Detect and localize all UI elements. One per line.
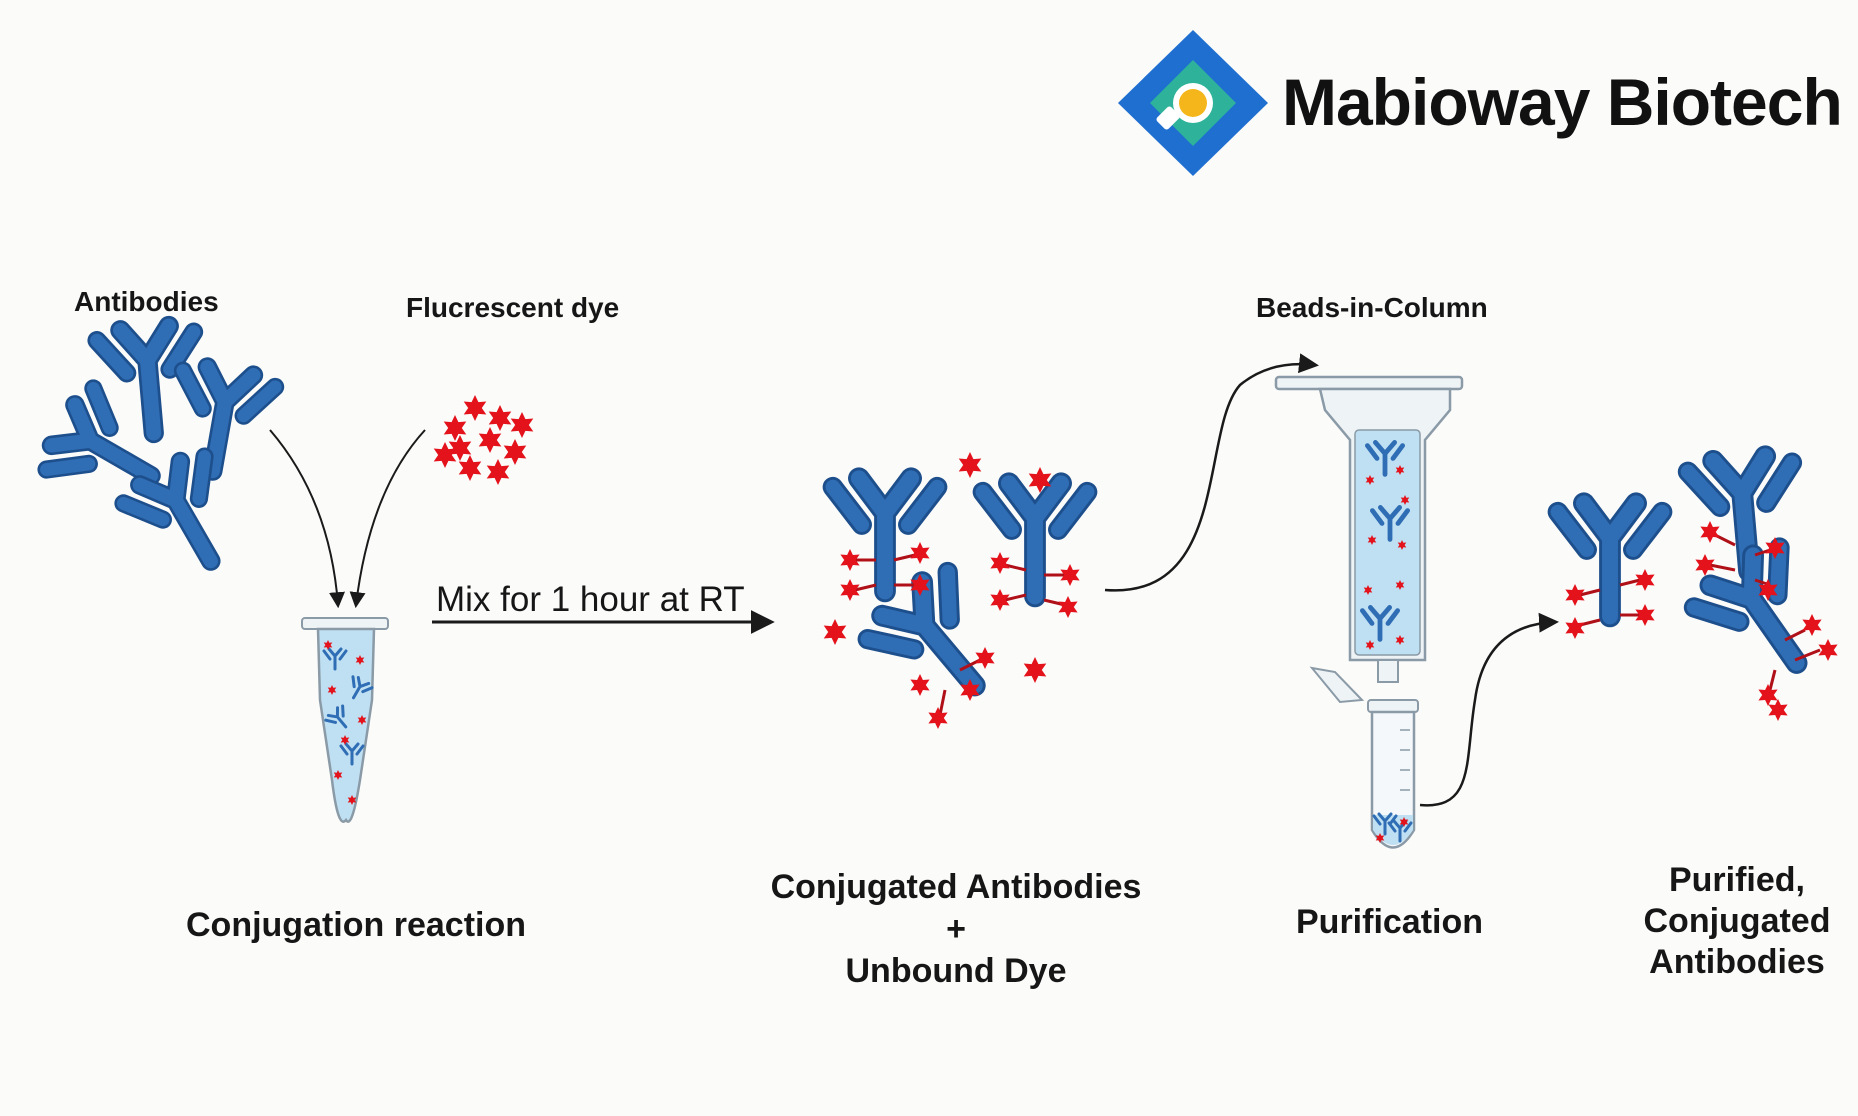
to-purified-arrow <box>1419 612 1559 807</box>
conjugated-label: Conjugated Antibodies + Unbound Dye <box>760 866 1152 992</box>
purification-label: Purification <box>1296 903 1484 941</box>
purified-line-3: Antibodies <box>1649 943 1825 981</box>
bead-column <box>1274 375 1464 683</box>
column-label: Beads-in-Column <box>1256 292 1488 323</box>
dye-to-tube-arrow <box>349 429 426 609</box>
purified-line-1: Purified, <box>1668 861 1806 899</box>
mix-step-label: Mix for 1 hour at RT <box>436 580 745 619</box>
plus-sign: + <box>946 910 966 948</box>
brand-name: Mabioway Biotech <box>1282 65 1843 139</box>
conjugated-line-1: Conjugated Antibodies <box>770 868 1142 906</box>
reaction-label: Conjugation reaction <box>186 906 526 944</box>
antibody-cluster <box>40 324 277 585</box>
collection-tube <box>1309 666 1419 849</box>
conjugated-mixture <box>824 452 1087 729</box>
purified-antibodies <box>1558 454 1840 722</box>
to-column-arrow <box>1104 353 1319 592</box>
purified-label: Purified, Conjugated Antibodies <box>1620 860 1854 983</box>
antibodies-label: Antibodies <box>74 286 219 317</box>
conjugated-line-2: Unbound Dye <box>845 952 1067 990</box>
reaction-tube <box>301 617 389 823</box>
dye-cluster <box>433 395 534 485</box>
dye-label: Flucrescent dye <box>406 292 620 323</box>
purified-line-2: Conjugated <box>1643 902 1831 940</box>
brand-logo <box>1118 30 1268 176</box>
antibody-to-tube-arrow <box>269 429 346 609</box>
